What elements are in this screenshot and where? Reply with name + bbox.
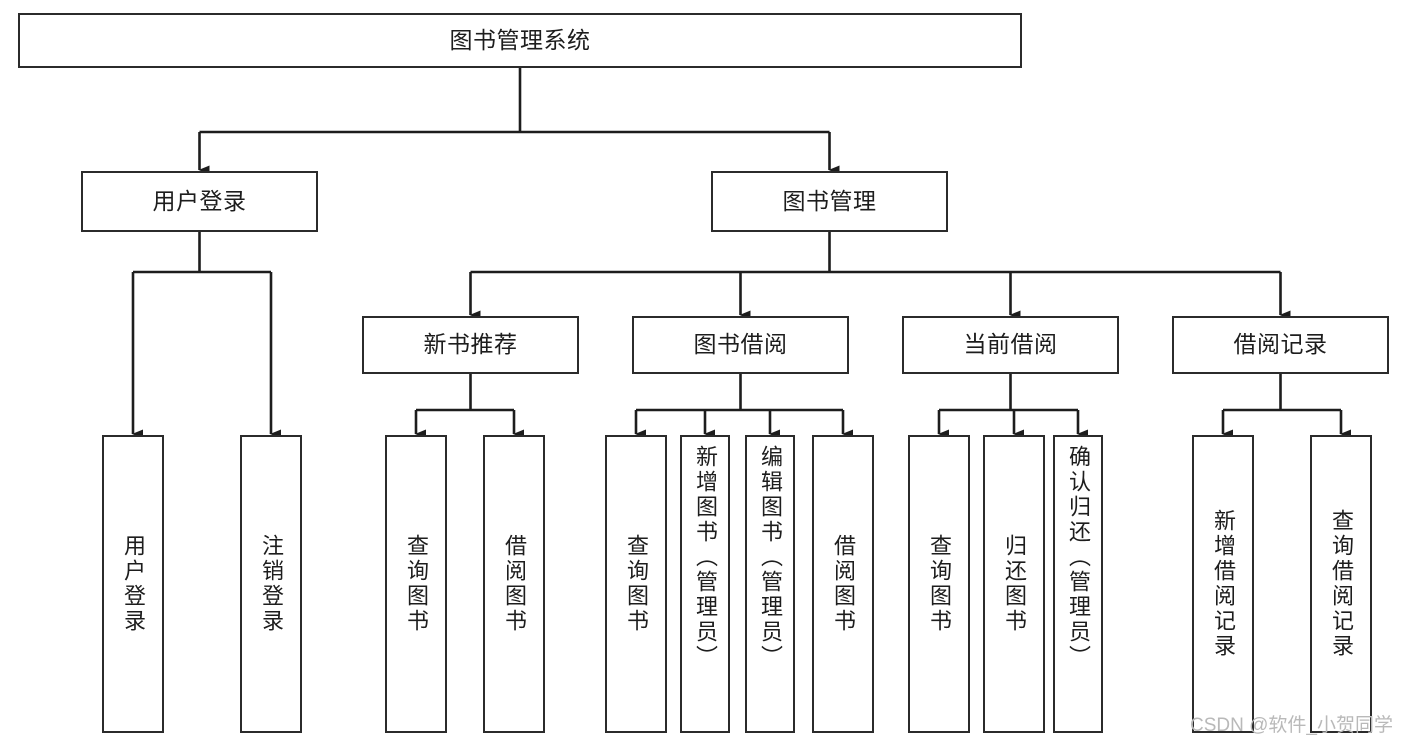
node-label: 新书推荐 [423,331,518,358]
node-label: 新增图书（管理员） [693,445,718,670]
node-leaf-edit-book[interactable]: 编辑图书（管理员） [745,435,795,733]
node-label: 确认归还（管理员） [1066,445,1091,670]
node-label: 查询借阅记录 [1329,509,1354,659]
node-label: 归还图书 [1002,534,1027,634]
node-label: 新增借阅记录 [1211,509,1236,659]
node-new-book-rec[interactable]: 新书推荐 [362,316,579,374]
node-label: 借阅图书 [502,534,527,634]
node-label: 查询图书 [404,534,429,634]
edges-group [131,68,1351,439]
node-label: 图书管理 [782,187,877,214]
node-leaf-user-login[interactable]: 用户登录 [102,435,164,733]
node-label: 用户登录 [152,187,247,214]
node-book-manage[interactable]: 图书管理 [711,171,948,232]
node-root[interactable]: 图书管理系统 [18,13,1022,68]
node-leaf-return-book[interactable]: 归还图书 [983,435,1045,733]
node-label: 用户登录 [121,534,146,634]
node-leaf-borrow-book-1[interactable]: 借阅图书 [483,435,545,733]
node-leaf-logout[interactable]: 注销登录 [240,435,302,733]
node-label: 借阅记录 [1233,331,1328,358]
node-leaf-confirm-return[interactable]: 确认归还（管理员） [1053,435,1103,733]
node-leaf-query-record[interactable]: 查询借阅记录 [1310,435,1372,733]
node-user-login[interactable]: 用户登录 [81,171,318,232]
node-label: 注销登录 [259,534,284,634]
node-label: 编辑图书（管理员） [758,445,783,670]
node-label: 图书借阅 [693,331,788,358]
node-book-borrow[interactable]: 图书借阅 [632,316,849,374]
node-leaf-add-book[interactable]: 新增图书（管理员） [680,435,730,733]
node-leaf-query-book-1[interactable]: 查询图书 [385,435,447,733]
node-leaf-query-book-2[interactable]: 查询图书 [605,435,667,733]
node-leaf-query-book-3[interactable]: 查询图书 [908,435,970,733]
node-label: 当前借阅 [963,331,1058,358]
node-current-borrow[interactable]: 当前借阅 [902,316,1119,374]
node-label: 借阅图书 [831,534,856,634]
node-label: 图书管理系统 [449,26,591,53]
node-leaf-add-record[interactable]: 新增借阅记录 [1192,435,1254,733]
node-label: 查询图书 [927,534,952,634]
node-borrow-record[interactable]: 借阅记录 [1172,316,1389,374]
node-leaf-borrow-book-2[interactable]: 借阅图书 [812,435,874,733]
node-label: 查询图书 [624,534,649,634]
